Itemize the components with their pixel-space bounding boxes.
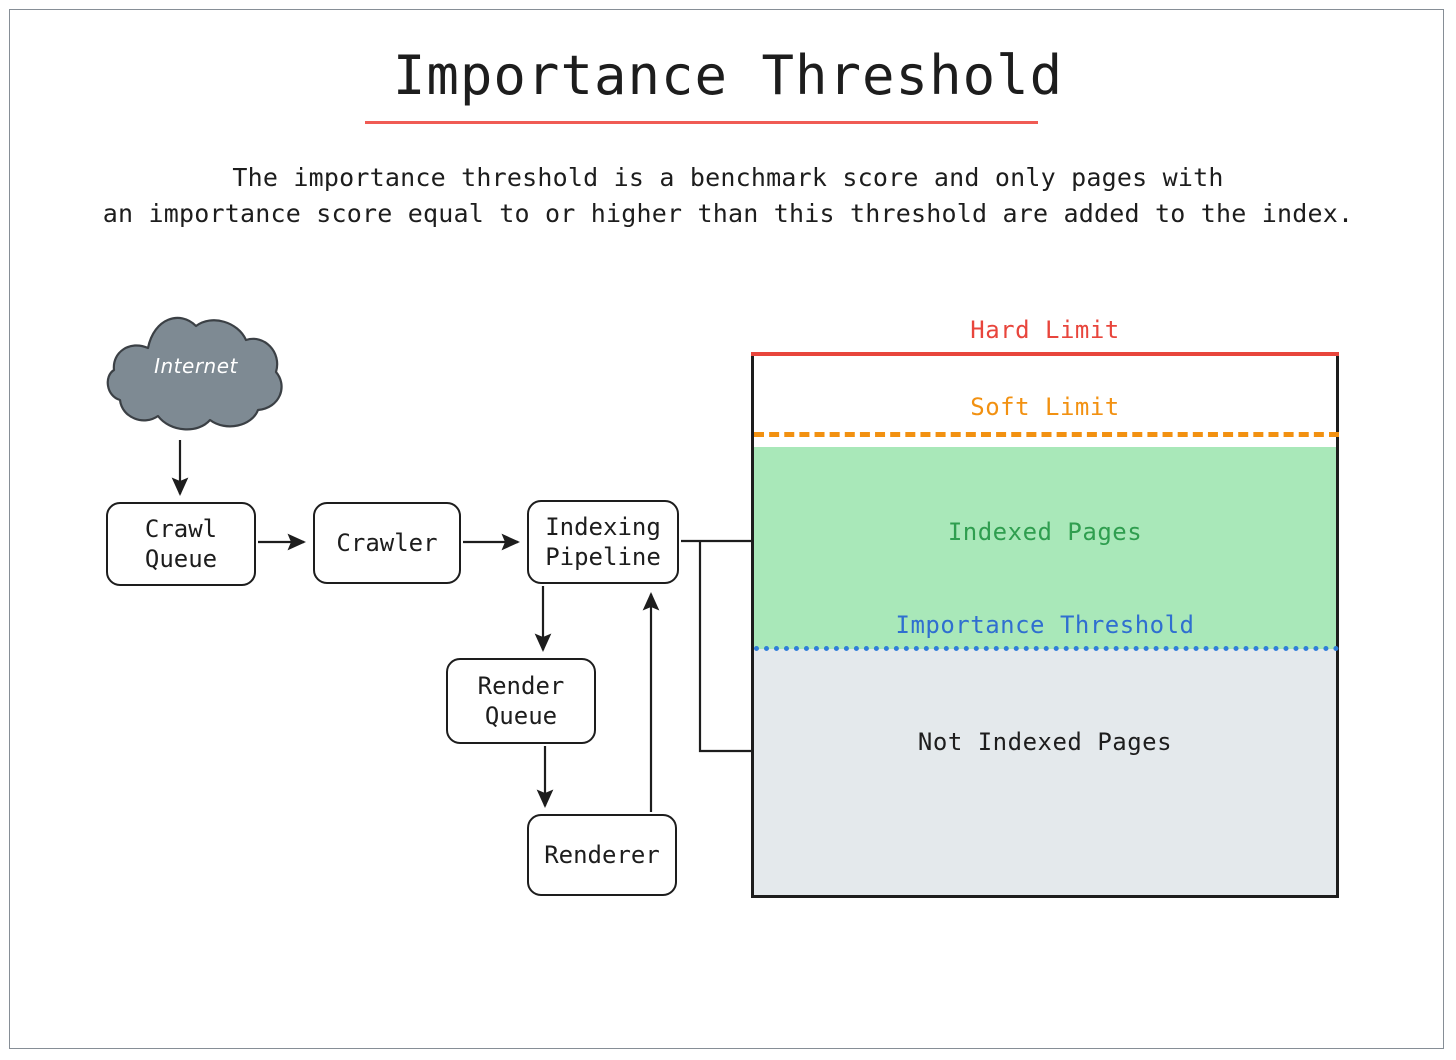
page-title: Importance Threshold — [392, 44, 1064, 107]
node-crawl-queue-label: Crawl Queue — [144, 515, 218, 573]
indexed-pages-label: Indexed Pages — [947, 518, 1143, 546]
node-crawler[interactable]: Crawler — [313, 502, 461, 584]
hard-limit-label: Hard Limit — [970, 316, 1120, 344]
band-not-indexed-pages — [754, 649, 1336, 895]
hard-limit-line — [751, 352, 1339, 356]
band-above-soft-limit — [754, 355, 1336, 447]
importance-threshold-label: Importance Threshold — [895, 611, 1195, 639]
node-renderer[interactable]: Renderer — [527, 814, 677, 896]
node-crawler-label: Crawler — [336, 529, 438, 557]
title-underline — [365, 121, 1038, 124]
soft-limit-line — [754, 432, 1339, 437]
internet-cloud[interactable]: Internet — [100, 300, 292, 440]
page-title-wrap: Importance Threshold — [0, 44, 1456, 108]
index-capacity-panel: Soft Limit Indexed Pages Importance Thre… — [751, 352, 1339, 898]
node-render-queue-label: Render Queue — [477, 672, 565, 730]
subtitle-line-1: The importance threshold is a benchmark … — [232, 163, 1224, 192]
band-indexed-pages — [754, 447, 1336, 649]
canvas-border — [9, 9, 1444, 1049]
node-renderer-label: Renderer — [544, 841, 660, 869]
not-indexed-pages-label: Not Indexed Pages — [917, 728, 1173, 756]
page-subtitle: The importance threshold is a benchmark … — [0, 160, 1456, 232]
node-indexing-pipeline-label: Indexing Pipeline — [545, 513, 661, 571]
subtitle-line-2: an importance score equal to or higher t… — [102, 199, 1354, 228]
node-render-queue[interactable]: Render Queue — [446, 658, 596, 744]
importance-threshold-line — [754, 646, 1339, 651]
soft-limit-label: Soft Limit — [970, 393, 1120, 421]
node-indexing-pipeline[interactable]: Indexing Pipeline — [527, 500, 679, 584]
node-crawl-queue[interactable]: Crawl Queue — [106, 502, 256, 586]
cloud-icon — [106, 316, 283, 431]
